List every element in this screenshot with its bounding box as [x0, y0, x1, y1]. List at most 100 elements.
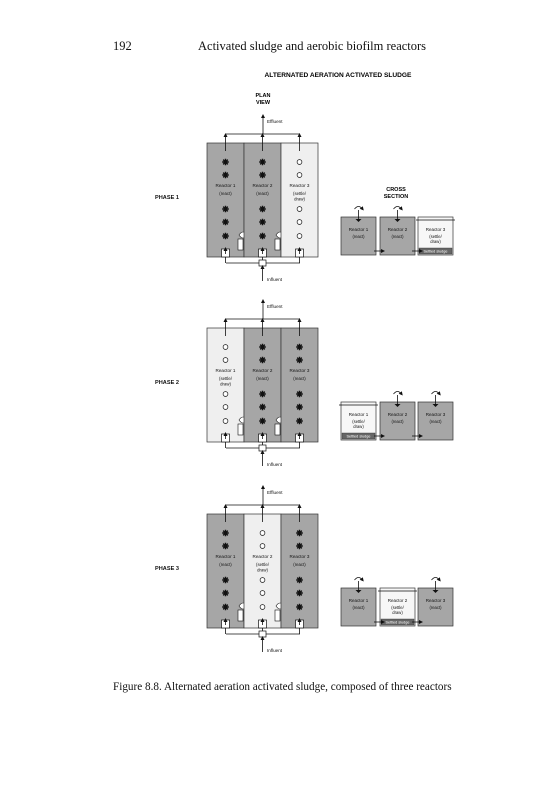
- plan-view-label-line2: VIEW: [256, 100, 271, 106]
- bubble-icon: [296, 172, 303, 178]
- cross-section: Reactor 1(settle/draw)Settled sludgeReac…: [339, 391, 454, 441]
- section-reactor-name: Reactor 1: [349, 598, 369, 603]
- aeration-star-icon: [296, 390, 303, 398]
- aeration-star-icon: [259, 158, 266, 166]
- settled-sludge-label: Settled sludge: [385, 620, 409, 624]
- reactor-mode-label: (react): [219, 562, 232, 567]
- reactor-3-plan: Reactor 3(settle/draw): [280, 133, 319, 258]
- aeration-star-icon: [296, 356, 303, 364]
- reactor-mode-label: (settle/: [256, 562, 270, 567]
- settled-sludge-label: Settled sludge: [346, 434, 370, 438]
- section-tank: [417, 401, 454, 441]
- section-reactor-mode: (react): [391, 419, 404, 424]
- reactor-mode-label: (settle/: [293, 191, 307, 196]
- aeration-star-icon: [222, 542, 229, 550]
- aeration-star-icon: [259, 218, 266, 226]
- reactor-name-label: Reactor 1: [216, 554, 236, 559]
- aeration-star-icon: [296, 603, 303, 611]
- bubble-icon: [222, 418, 229, 424]
- mixer-rotation-icon: [431, 577, 441, 582]
- reactor-name-label: Reactor 1: [216, 368, 236, 373]
- transfer-gate: [237, 609, 244, 622]
- section-reactor-mode: (settle/: [352, 419, 365, 424]
- cross-section: Reactor 1(react)Reactor 2(react)Reactor …: [340, 206, 455, 256]
- reactor-mode-label: (settle/: [219, 376, 233, 381]
- section-reactor-name: Reactor 3: [426, 412, 446, 417]
- phase-label: PHASE 2: [155, 380, 179, 386]
- mixer-rotation-icon: [354, 577, 364, 582]
- aeration-star-icon: [222, 529, 229, 537]
- mixer-impeller-icon: [432, 590, 439, 593]
- bubble-icon: [296, 159, 303, 165]
- aeration-star-icon: [296, 343, 303, 351]
- aeration-star-icon: [222, 171, 229, 179]
- section-reactor-name: Reactor 3: [426, 227, 446, 232]
- section-tank: [417, 587, 454, 627]
- plan-view-label-line1: PLAN: [256, 93, 271, 99]
- reactor-name-label: Reactor 2: [253, 554, 273, 559]
- aeration-star-icon: [222, 232, 229, 240]
- section-reactor-name: Reactor 2: [388, 598, 408, 603]
- cross-section-label-line2: SECTION: [384, 194, 408, 200]
- influent-label: Influent: [267, 462, 283, 467]
- bubble-icon: [259, 543, 266, 549]
- reactor-2-plan: Reactor 2(react): [243, 133, 285, 258]
- section-reactor-mode: draw): [430, 239, 441, 244]
- reactor-mode-label: (react): [256, 376, 269, 381]
- reactor-name-label: Reactor 3: [290, 183, 310, 188]
- aeration-star-icon: [296, 403, 303, 411]
- aeration-star-icon: [259, 403, 266, 411]
- reactor-name-label: Reactor 2: [253, 368, 273, 373]
- cross-section: Reactor 1(react)Reactor 2(settle/draw)Se…: [340, 577, 454, 627]
- transfer-gate: [274, 609, 281, 622]
- cross-section-label-line1: CROSS: [386, 187, 406, 193]
- aeration-star-icon: [296, 529, 303, 537]
- influent-label: Influent: [267, 277, 283, 282]
- section-tank: [340, 216, 377, 256]
- aeration-star-icon: [222, 603, 229, 611]
- influent-label: Influent: [267, 648, 283, 653]
- bubble-icon: [296, 233, 303, 239]
- aeration-star-icon: [259, 356, 266, 364]
- mixer-impeller-icon: [432, 404, 439, 407]
- section-reactor-mode: (react): [391, 234, 404, 239]
- aeration-star-icon: [259, 417, 266, 425]
- effluent-label: Effluent: [267, 490, 283, 495]
- effluent-label: Effluent: [267, 304, 283, 309]
- effluent-label: Effluent: [267, 119, 283, 124]
- reactor-3-plan: Reactor 3(react): [280, 318, 319, 443]
- reactor-mode-label: draw): [257, 568, 268, 573]
- aeration-star-icon: [222, 158, 229, 166]
- aeration-star-icon: [259, 390, 266, 398]
- aeration-star-icon: [259, 232, 266, 240]
- section-reactor-mode: draw): [392, 610, 403, 615]
- aeration-star-icon: [296, 576, 303, 584]
- aeration-star-icon: [259, 171, 266, 179]
- section-tank: [340, 587, 377, 627]
- transfer-gate: [237, 423, 244, 436]
- reactor-1-plan: Reactor 1 (settle/draw): [206, 318, 248, 443]
- influent-valve-box: [258, 444, 267, 452]
- reactor-2-plan: Reactor 2 (settle/draw): [243, 504, 285, 629]
- reactor-1-plan: Reactor 1 (react): [206, 133, 248, 258]
- mixer-rotation-icon: [354, 206, 364, 211]
- reactor-1-plan: Reactor 1 (react): [206, 504, 248, 629]
- reactor-mode-label: (react): [219, 191, 232, 196]
- mixer-impeller-icon: [355, 590, 362, 593]
- reactor-name-label: Reactor 1: [216, 183, 236, 188]
- section-reactor-mode: (settle/: [391, 605, 404, 610]
- section-reactor-mode: (settle/: [429, 234, 442, 239]
- bubble-icon: [259, 604, 266, 610]
- bubble-icon: [259, 590, 266, 596]
- aeration-star-icon: [296, 542, 303, 550]
- aeration-star-icon: [222, 205, 229, 213]
- aeration-star-icon: [259, 205, 266, 213]
- influent-valve-box: [258, 259, 267, 267]
- bubble-icon: [296, 219, 303, 225]
- running-title: Activated sludge and aerobic biofilm rea…: [198, 39, 427, 53]
- section-tank: [379, 401, 416, 441]
- reactor-mode-label: draw): [220, 382, 231, 387]
